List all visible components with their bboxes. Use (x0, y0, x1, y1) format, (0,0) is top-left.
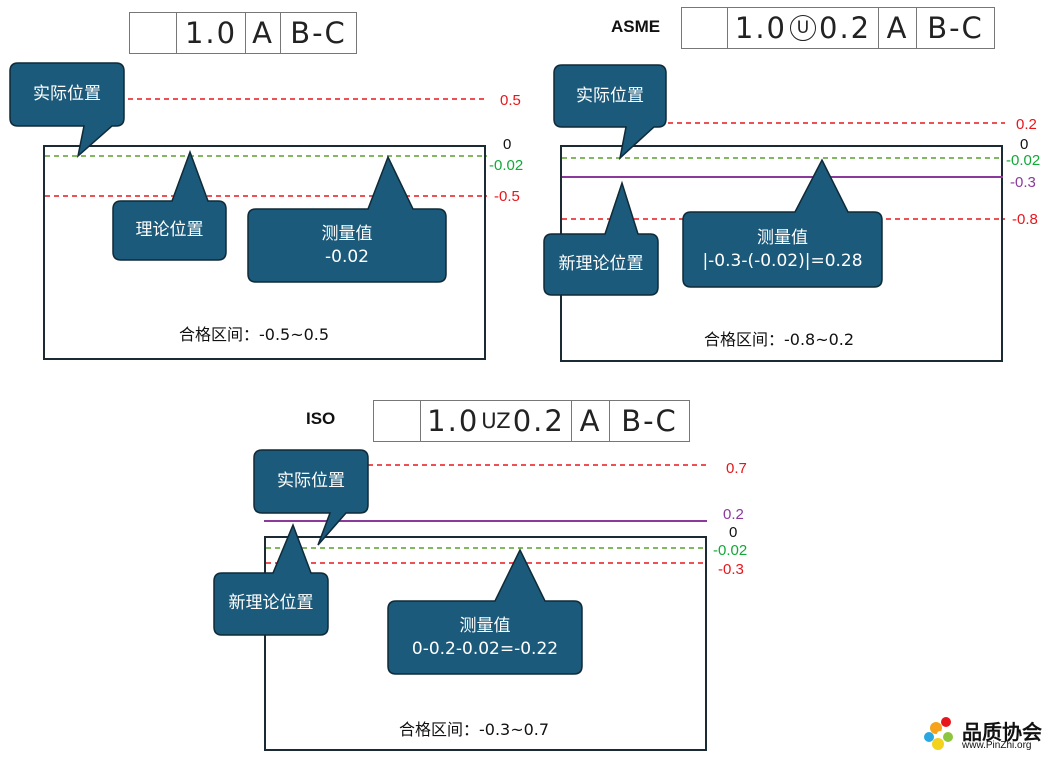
logo-flower-icon (924, 717, 953, 750)
iso-measure-callout (387, 548, 583, 675)
fcf-datum-a: A (245, 13, 280, 53)
basic-measure-callout (247, 155, 447, 283)
fcf-tolerance: 1.0 (427, 404, 480, 438)
iso-measure-label: 测量值 0-0.2-0.02=-0.22 (388, 601, 582, 674)
iso-actual-callout (253, 449, 369, 546)
asme-upper-value: 0.2 (1016, 116, 1037, 133)
fcf-symbol-cell (682, 8, 727, 48)
iso-pass-range: 合格区间：-0.3~0.7 (399, 720, 550, 739)
iso-new-theory-callout (213, 522, 329, 636)
fcf-offset: 0.2 (819, 11, 872, 45)
asme-lower-value: -0.8 (1012, 211, 1038, 228)
iso-lower-value: -0.3 (718, 561, 744, 578)
basic-zero-value: 0 (503, 136, 512, 153)
iso-zero-value: 0 (729, 524, 738, 541)
measure-title: 测量值 (321, 223, 373, 244)
fcf-tolerance: 1.0 (176, 13, 245, 53)
fcf-symbol-cell (130, 13, 176, 53)
basic-theory-label: 理论位置 (135, 220, 204, 240)
logo-url: www.PinZhi.org (962, 740, 1032, 751)
basic-theory-callout (112, 149, 227, 261)
fcf-datum-bc: B-C (916, 8, 994, 48)
asme-feature-control-frame: 1.0 U 0.2 A B-C (681, 7, 995, 49)
fcf-tolerance-zone: 1.0 U 0.2 (727, 8, 878, 48)
fcf-tolerance: 1.0 (734, 11, 787, 45)
fcf-symbol-cell (374, 401, 420, 441)
basic-measure-label: 测量值 -0.02 (248, 209, 446, 282)
measure-title: 测量值 (757, 227, 808, 248)
iso-feature-control-frame: 1.0 UZ 0.2 A B-C (373, 400, 690, 442)
basic-feature-control-frame: 1.0 A B-C (129, 12, 357, 54)
fcf-datum-a: A (571, 401, 609, 441)
asme-pass-range: 合格区间：-0.8~0.2 (704, 330, 855, 349)
iso-actual-label: 实际位置 (277, 471, 345, 491)
iso-shift-value: 0.2 (723, 506, 744, 523)
panel-iso-frame (264, 536, 707, 751)
fcf-datum-bc: B-C (609, 401, 689, 441)
basic-measured-value: -0.02 (489, 157, 524, 174)
basic-pass-range: 合格区间：-0.5~0.5 (179, 325, 330, 344)
fcf-modifier-uz: UZ (481, 409, 511, 433)
asme-measure-label: 测量值 |-0.3-(-0.02)|=0.28 (683, 212, 882, 287)
measure-value: |-0.3-(-0.02)|=0.28 (702, 250, 863, 271)
logo-name: 品质协会 (962, 720, 1042, 744)
iso-upper-value: 0.7 (726, 460, 747, 477)
fcf-offset: 0.2 (512, 404, 565, 438)
asme-standard-label: ASME (611, 17, 661, 36)
measure-title: 测量值 (459, 615, 511, 636)
fcf-datum-a: A (878, 8, 916, 48)
asme-measured-value: -0.02 (1006, 152, 1041, 169)
asme-measure-callout (682, 158, 883, 288)
asme-zero-value: 0 (1020, 136, 1029, 153)
measure-value: 0-0.2-0.02=-0.22 (411, 638, 559, 659)
fcf-modifier-u: U (790, 15, 816, 41)
panel-basic-frame (43, 145, 486, 360)
asme-actual-callout (553, 64, 667, 161)
asme-new-theory-label: 新理论位置 (558, 254, 644, 274)
measure-value: -0.02 (325, 246, 369, 267)
fcf-datum-bc: B-C (280, 13, 356, 53)
basic-actual-label: 实际位置 (33, 84, 101, 104)
basic-lower-value: -0.5 (494, 188, 520, 205)
basic-actual-callout (9, 62, 125, 159)
fcf-tolerance-zone: 1.0 UZ 0.2 (420, 401, 571, 441)
asme-actual-label: 实际位置 (576, 85, 644, 106)
iso-measured-value: -0.02 (713, 542, 748, 559)
iso-new-theory-label: 新理论位置 (228, 593, 314, 613)
asme-shift-value: -0.3 (1010, 174, 1036, 191)
basic-upper-value: 0.5 (500, 92, 521, 109)
asme-new-theory-callout (543, 180, 659, 296)
iso-standard-label: ISO (306, 409, 336, 428)
